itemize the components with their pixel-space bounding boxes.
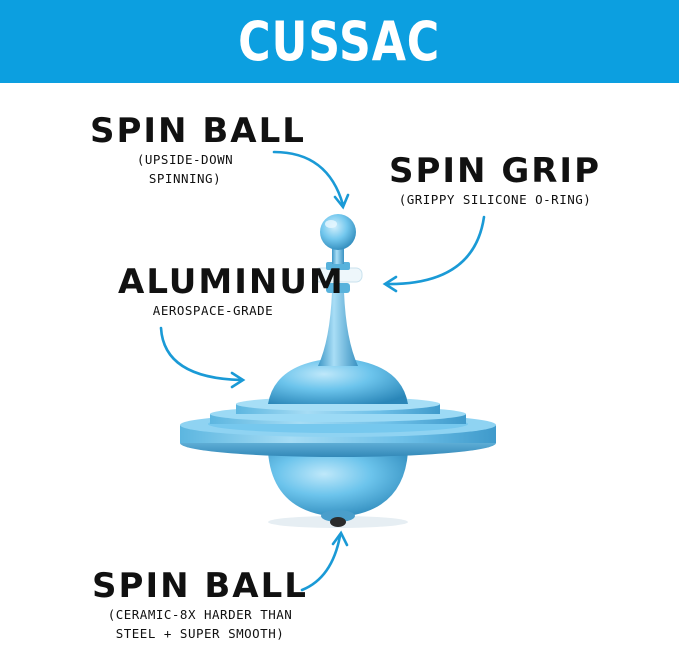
callout-spin-ball-bottom: SPIN BALL (CERAMIC-8X HARDER THAN STEEL …	[85, 567, 315, 643]
callout-title: SPIN BALL	[90, 111, 306, 151]
brand-title: CUSSAC	[238, 10, 441, 73]
callout-detail: SPINNING)	[148, 171, 222, 186]
callout-detail: (CERAMIC-8X HARDER THAN	[107, 607, 293, 622]
callout-aluminum: ALUMINUM AEROSPACE-GRADE	[118, 262, 345, 320]
callout-detail: AEROSPACE-GRADE	[152, 303, 274, 318]
callout-detail: (GRIPPY SILICONE O-RING)	[398, 192, 592, 207]
callout-title: SPIN BALL	[92, 566, 308, 606]
brand-banner: CUSSAC	[0, 0, 679, 83]
callout-spin-ball-top: SPIN BALL (UPSIDE-DOWN SPINNING)	[90, 111, 306, 188]
callout-spin-grip: SPIN GRIP (GRIPPY SILICONE O-RING)	[385, 152, 605, 209]
callout-detail: (UPSIDE-DOWN	[136, 152, 234, 167]
callout-title: SPIN GRIP	[388, 151, 601, 191]
curved-arrow-icon	[159, 150, 486, 592]
callout-detail: STEEL + SUPER SMOOTH)	[115, 626, 285, 641]
callout-title: ALUMINUM	[118, 262, 345, 302]
